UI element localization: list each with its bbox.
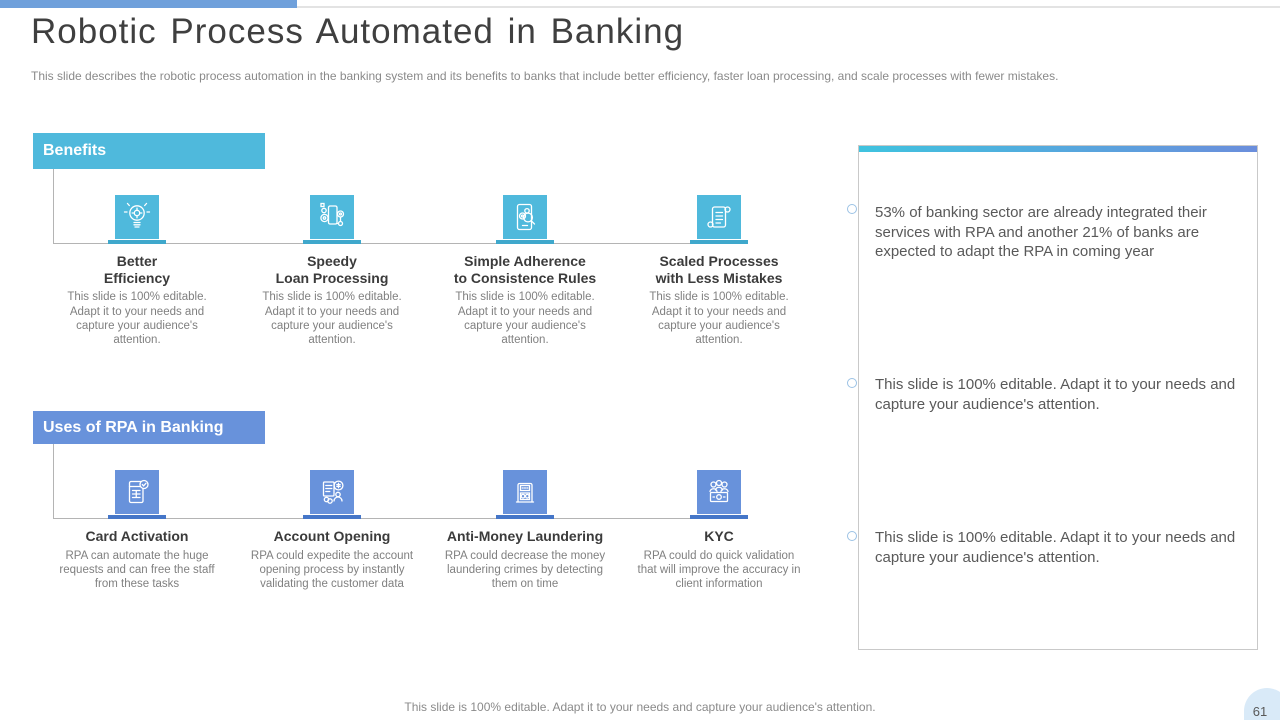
benefit-title: Better Efficiency xyxy=(103,253,171,286)
cash-counter-icon xyxy=(503,470,547,514)
use-title: Account Opening xyxy=(273,528,391,544)
benefit-title: Simple Adherence to Consistence Rules xyxy=(453,253,597,286)
benefit-body: This slide is 100% editable. Adapt it to… xyxy=(67,291,207,347)
benefit-icon-underline xyxy=(303,240,361,244)
use-body: RPA can automate the huge requests and c… xyxy=(59,549,215,591)
highlight-bullet-1: 53% of banking sector are already integr… xyxy=(875,204,1207,260)
use-body: RPA could decrease the money laundering … xyxy=(444,549,606,591)
lightbulb-gear-icon xyxy=(115,195,159,239)
benefit-item-better-efficiency: Better Efficiency This slide is 100% edi… xyxy=(47,195,227,348)
highlight-bullet-3: This slide is 100% editable. Adapt it to… xyxy=(875,529,1236,566)
uses-header-label: Uses of RPA in Banking xyxy=(43,418,224,436)
form-money-icon xyxy=(310,470,354,514)
benefits-connector-horizontal xyxy=(53,243,745,244)
benefit-icon-underline xyxy=(496,240,554,244)
use-icon-underline xyxy=(303,515,361,519)
benefit-body: This slide is 100% editable. Adapt it to… xyxy=(262,291,402,347)
benefit-item-simple-adherence: Simple Adherence to Consistence Rules Th… xyxy=(435,195,615,348)
page-title: Robotic Process Automated in Banking xyxy=(31,12,685,51)
footer-note: This slide is 100% editable. Adapt it to… xyxy=(404,700,876,714)
use-body: RPA could expedite the account opening p… xyxy=(250,549,414,591)
bullet-circle-icon xyxy=(847,531,857,541)
use-item-anti-money-laundering: Anti-Money Laundering RPA could decrease… xyxy=(435,470,615,592)
benefits-connector-vertical xyxy=(53,169,54,243)
uses-connector-vertical xyxy=(53,444,54,518)
use-icon-underline xyxy=(690,515,748,519)
uses-connector-horizontal xyxy=(53,518,745,519)
benefits-section-header: Benefits xyxy=(33,133,265,169)
use-body: RPA could do quick validation that will … xyxy=(637,549,801,591)
highlight-bullet-2: This slide is 100% editable. Adapt it to… xyxy=(875,376,1236,413)
top-divider-line xyxy=(297,6,1280,8)
benefit-body: This slide is 100% editable. Adapt it to… xyxy=(649,291,789,347)
page-number: 61 xyxy=(1252,703,1268,719)
use-item-kyc: KYC RPA could do quick validation that w… xyxy=(629,470,809,592)
panel-accent-bar xyxy=(859,146,1257,152)
use-icon-underline xyxy=(496,515,554,519)
benefit-body: This slide is 100% editable. Adapt it to… xyxy=(455,291,595,347)
bullet-circle-icon xyxy=(847,378,857,388)
scroll-icon xyxy=(697,195,741,239)
uses-section-header: Uses of RPA in Banking xyxy=(33,411,265,444)
bullet-circle-icon xyxy=(847,204,857,214)
benefit-title: Scaled Processes with Less Mistakes xyxy=(655,253,783,286)
document-search-gears-icon xyxy=(503,195,547,239)
use-item-card-activation: Card Activation RPA can automate the hug… xyxy=(47,470,227,592)
use-item-account-opening: Account Opening RPA could expedite the a… xyxy=(242,470,422,592)
benefits-header-label: Benefits xyxy=(43,142,107,159)
card-check-icon xyxy=(115,470,159,514)
top-accent-bar xyxy=(0,0,297,8)
benefit-title: Speedy Loan Processing xyxy=(275,253,389,286)
benefit-icon-underline xyxy=(690,240,748,244)
use-icon-underline xyxy=(108,515,166,519)
slide-description: This slide describes the robotic process… xyxy=(31,69,1059,83)
use-title: Card Activation xyxy=(85,528,189,544)
benefit-item-speedy-loan-processing: Speedy Loan Processing This slide is 100… xyxy=(242,195,422,348)
process-gears-icon xyxy=(310,195,354,239)
benefit-item-scaled-processes: Scaled Processes with Less Mistakes This… xyxy=(629,195,809,348)
people-group-icon xyxy=(697,470,741,514)
use-title: KYC xyxy=(704,528,734,544)
benefit-icon-underline xyxy=(108,240,166,244)
use-title: Anti-Money Laundering xyxy=(446,528,604,544)
page-number-badge: 61 xyxy=(1244,688,1280,720)
highlights-panel xyxy=(858,145,1258,650)
